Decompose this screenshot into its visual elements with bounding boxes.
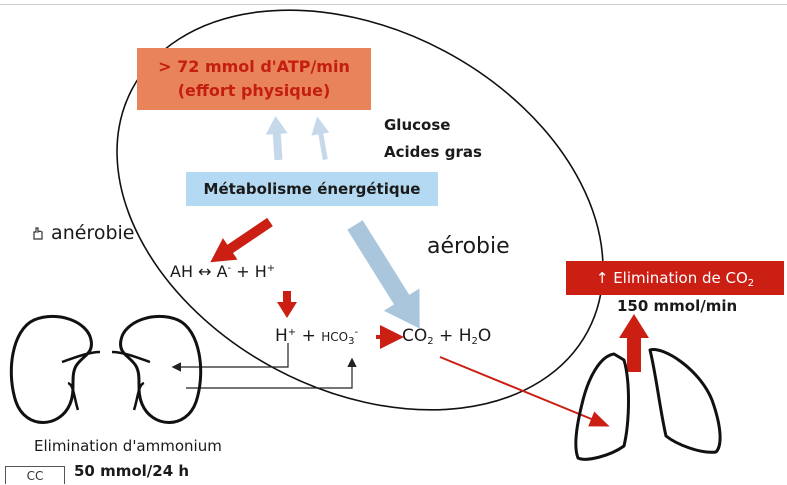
eq2-co-sub: 2 bbox=[427, 336, 434, 347]
eq1-h: H bbox=[254, 262, 267, 281]
kidney-connectors bbox=[171, 343, 357, 389]
eq1-h-charge: + bbox=[266, 263, 276, 274]
cell-ellipse bbox=[116, 9, 604, 411]
atp-up-arrow-right bbox=[311, 116, 330, 161]
atp-demand-box: > 72 mmol d'ATP/min (effort physique) bbox=[137, 48, 371, 110]
eq1-ah: AH bbox=[170, 262, 193, 281]
ammonium-label: Elimination d'ammonium bbox=[34, 437, 222, 455]
co2-elimination-label: Elimination de CO bbox=[613, 269, 748, 287]
eq2-h2o-sub: 2 bbox=[471, 336, 478, 347]
eq1-arrow: ↔ bbox=[198, 262, 212, 281]
eq2-hco-sub: 3 bbox=[348, 336, 355, 347]
lung-right bbox=[648, 348, 722, 454]
substrate-fatty-acids: Acides gras bbox=[384, 143, 482, 161]
lung-left bbox=[574, 352, 630, 461]
atp-demand-line1: > 72 mmol d'ATP/min bbox=[158, 57, 350, 76]
co2-elimination-sub: 2 bbox=[747, 278, 755, 289]
lung-up-arrow bbox=[619, 314, 649, 372]
atp-demand-line2: (effort physique) bbox=[177, 81, 331, 100]
lungs-icon bbox=[574, 348, 722, 461]
co2-increase-arrow: ↑ bbox=[595, 269, 609, 287]
aerobic-label: aérobie bbox=[427, 234, 510, 259]
eq2-h: H bbox=[275, 326, 288, 346]
ammonium-rate: 50 mmol/24 h bbox=[74, 462, 190, 480]
kidney-left-icon bbox=[9, 314, 101, 424]
buffer-equation-left: H+ + HCO3- bbox=[275, 326, 358, 347]
eq2-co: CO bbox=[402, 326, 428, 346]
eq2-h2o-h: H bbox=[458, 326, 472, 346]
atp-up-arrows bbox=[265, 116, 330, 161]
connector-h-plus bbox=[171, 343, 289, 372]
dissociation-equation: AH ↔ A- + H+ bbox=[170, 262, 275, 281]
co2-elimination-box: ↑ Elimination de CO2 bbox=[566, 261, 784, 295]
anaerobic-label-group: anérobie bbox=[31, 222, 134, 244]
atp-up-arrow-left bbox=[265, 116, 288, 161]
eq2-hco: HCO bbox=[321, 330, 349, 344]
eq2-h-charge: + bbox=[287, 327, 297, 338]
cc-badge: CC bbox=[5, 466, 65, 484]
hand-icon bbox=[33, 227, 43, 240]
eq2-hco-charge: - bbox=[354, 327, 359, 338]
anaerobic-arrow bbox=[210, 217, 273, 263]
co2-to-lung-arrow bbox=[439, 356, 610, 427]
dissociation-down-arrow bbox=[277, 291, 297, 318]
buffer-equation-right: CO2 + H2O bbox=[402, 326, 491, 347]
substrate-glucose: Glucose bbox=[384, 116, 451, 134]
eq2-plus2: + bbox=[439, 326, 454, 346]
connector-hco3 bbox=[186, 357, 357, 389]
co2-rate: 150 mmol/min bbox=[617, 297, 738, 315]
top-rule bbox=[0, 4, 787, 5]
eq1-plus: + bbox=[236, 262, 250, 281]
anaerobic-label: anérobie bbox=[51, 222, 135, 244]
kidney-right-icon bbox=[111, 314, 203, 424]
eq1-a-charge: - bbox=[227, 263, 232, 274]
eq1-a: A bbox=[216, 262, 228, 281]
eq2-h2o-o: O bbox=[477, 326, 492, 346]
eq2-plus1: + bbox=[301, 326, 316, 346]
aerobic-arrow bbox=[347, 220, 420, 329]
energy-metabolism-box: Métabolisme énergétique bbox=[186, 172, 438, 206]
